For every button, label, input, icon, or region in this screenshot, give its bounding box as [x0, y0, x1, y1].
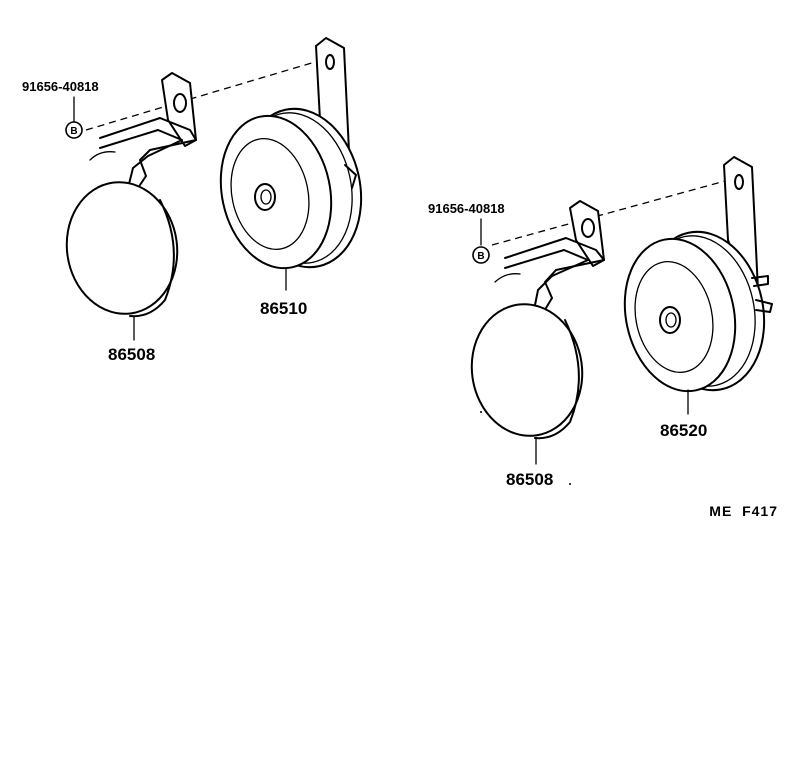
- figure-code: ME F417: [709, 503, 778, 519]
- left-bolt-symbol: B: [70, 126, 77, 137]
- right-horn-part-number[interactable]: 86520: [660, 421, 707, 440]
- right-bolt-symbol: B: [477, 251, 484, 262]
- right-assembly: 91656-40818 B 86508: [428, 156, 778, 489]
- scan-speck: [569, 483, 571, 485]
- left-assembly: 91656-40818 B 86508: [22, 37, 375, 364]
- left-horn[interactable]: [207, 37, 375, 279]
- right-bracket[interactable]: [463, 200, 605, 443]
- right-alignment-dashed-line: [491, 177, 737, 246]
- left-bolt-part-number[interactable]: 91656-40818: [22, 79, 99, 94]
- right-horn[interactable]: [611, 156, 778, 402]
- right-bolt-part-number[interactable]: 91656-40818: [428, 201, 505, 216]
- left-bracket[interactable]: [58, 72, 197, 321]
- left-alignment-dashed-line: [85, 61, 316, 131]
- right-bracket-part-number[interactable]: 86508: [506, 470, 553, 489]
- scan-speck: [480, 411, 482, 413]
- right-bolt-symbol-circle[interactable]: [472, 246, 490, 264]
- left-bolt-symbol-circle[interactable]: [65, 121, 83, 139]
- left-bracket-part-number[interactable]: 86508: [108, 345, 155, 364]
- left-horn-part-number[interactable]: 86510: [260, 299, 307, 318]
